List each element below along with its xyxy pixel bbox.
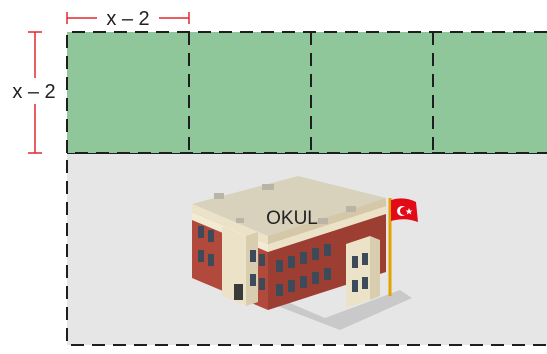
top-dimension: x – 2 [66,8,190,30]
garden-outline [66,31,547,154]
building-shadow [250,286,412,330]
garden-strip [67,32,547,153]
top-dimension-label: x – 2 [106,8,149,30]
school-building-icon: OKUL [192,176,386,310]
turkish-flag-icon [388,198,418,296]
side-dimension-label: x – 2 [12,81,55,103]
side-dimension: x – 2 [12,31,56,154]
building-sign-label: OKUL [266,208,318,229]
